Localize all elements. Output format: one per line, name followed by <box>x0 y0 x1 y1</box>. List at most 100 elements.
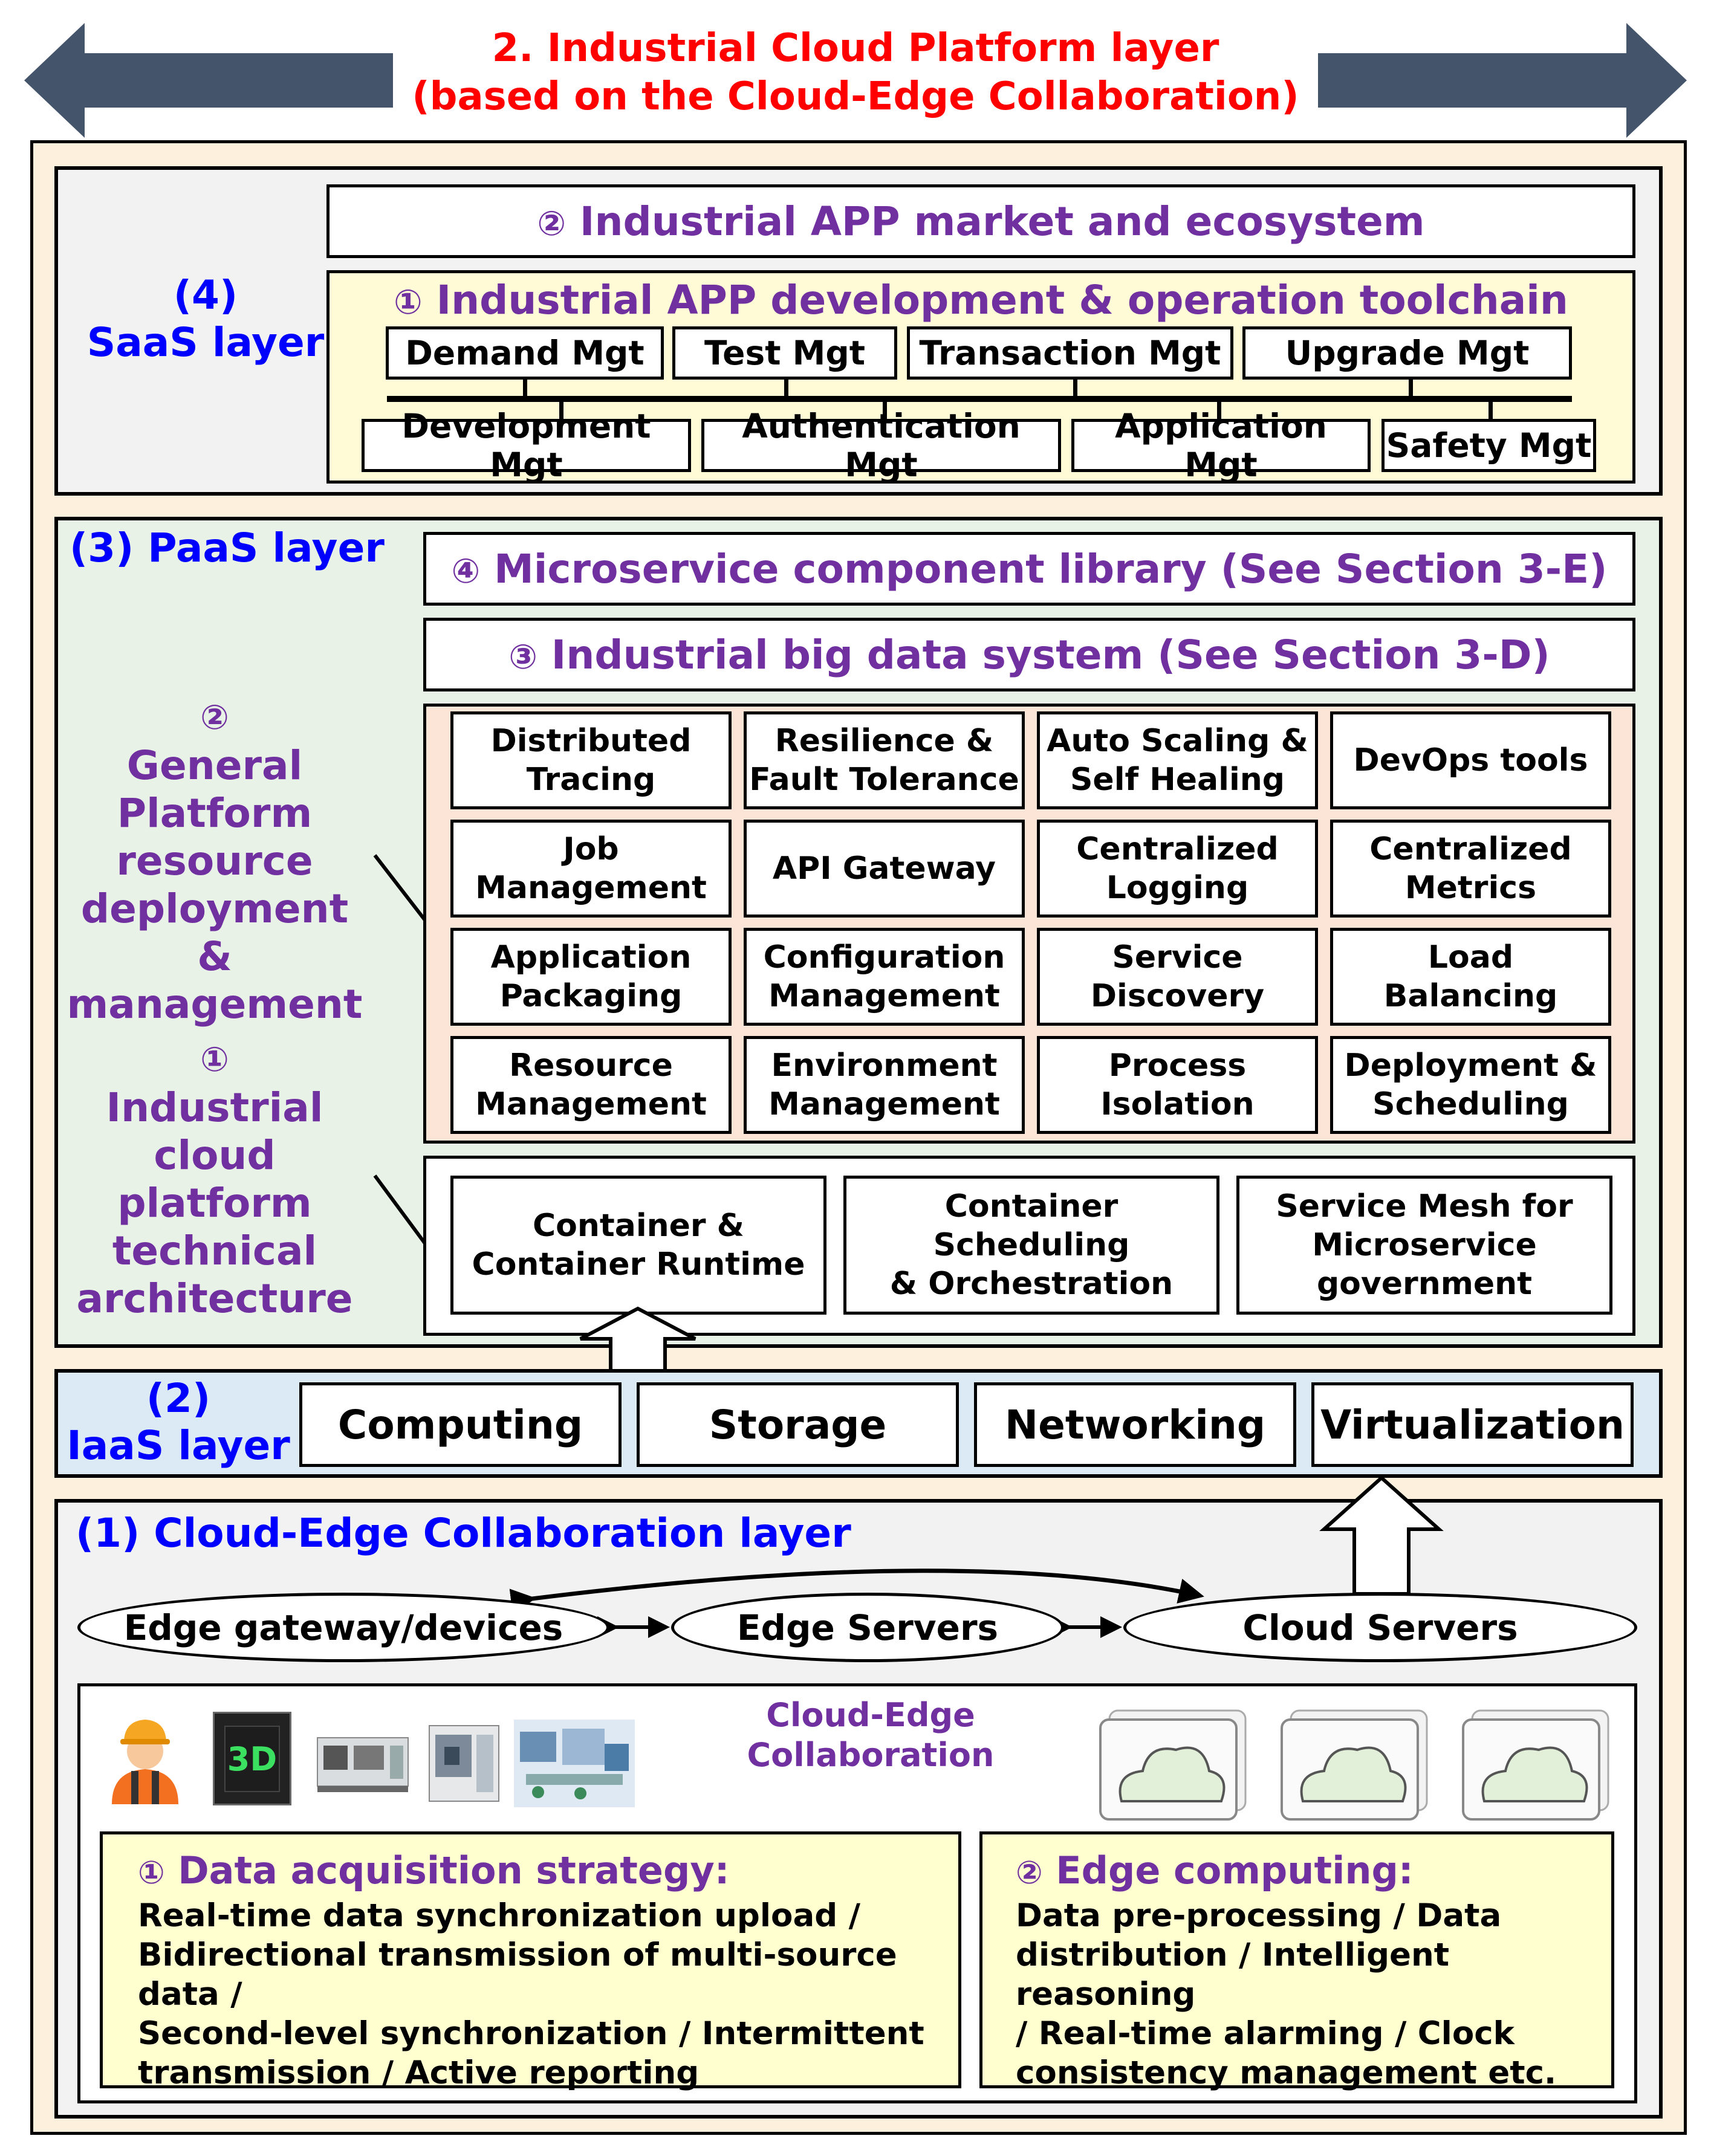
edge-computing-title: ② Edge computing: <box>1016 1848 1611 1896</box>
edge-computing-text: Data pre-processing / Data distribution … <box>1016 1896 1611 2093</box>
cell-line: Tracing <box>526 762 656 798</box>
cell-line: Balancing <box>1383 978 1558 1014</box>
cell-line: government <box>1316 1266 1533 1302</box>
cloud-icon <box>1099 1709 1247 1821</box>
saas-label-name: SaaS layer <box>86 319 325 366</box>
edge-comp-title-text: Edge computing: <box>1056 1848 1414 1892</box>
edge-servers-node: Edge Servers <box>671 1593 1064 1662</box>
cell-line: Configuration <box>763 939 1005 976</box>
cell-line: Packaging <box>499 978 683 1014</box>
cell-line: Process <box>1108 1047 1247 1084</box>
title-line-2: (based on the Cloud-Edge Collaboration) <box>412 74 1299 119</box>
iaas-label-num: (2) <box>146 1375 211 1422</box>
diagram-title: 2. Industrial Cloud Platform layer (base… <box>393 24 1318 121</box>
virtualization-label: Virtualization <box>1320 1401 1625 1448</box>
networking-box: Networking <box>974 1382 1296 1467</box>
cloud-edge-layer-label: (1) Cloud-Edge Collaboration layer <box>76 1510 851 1556</box>
architecture-line: platform <box>117 1180 312 1226</box>
transaction-mgt-box: Transaction Mgt <box>907 326 1233 380</box>
worker-icon <box>112 1720 178 1804</box>
application-mgt-label: Application Mgt <box>1115 407 1327 484</box>
edge-comp-line: / Real-time alarming / Clock <box>1016 2015 1515 2052</box>
test-mgt-box: Test Mgt <box>672 326 897 380</box>
computing-box: Computing <box>299 1382 622 1467</box>
saas-label-num: (4) <box>173 272 238 319</box>
cell-line: Deployment & <box>1344 1047 1597 1084</box>
cell-line: Scheduling <box>1372 1086 1569 1122</box>
cloud-icon <box>1462 1709 1609 1821</box>
resilience-fault-tolerance-cell: Resilience &Fault Tolerance <box>744 711 1025 809</box>
data-acq-line: Bidirectional transmission of multi-sour… <box>138 1937 897 2013</box>
safety-mgt-box: Safety Mgt <box>1381 419 1596 472</box>
networking-label: Networking <box>1004 1401 1266 1448</box>
cell-line: API Gateway <box>772 850 996 887</box>
cell-line: & Orchestration <box>889 1266 1174 1302</box>
edge-comp-line: consistency management etc. <box>1016 2054 1557 2091</box>
cloud-servers-node: Cloud Servers <box>1123 1593 1637 1662</box>
cloud-icon <box>1281 1709 1428 1821</box>
technical-architecture-label: ① Industrial cloud platform technical ar… <box>57 1036 372 1322</box>
toolchain-num: ① <box>394 283 423 322</box>
collaboration-label: Cloud-Edge Collaboration <box>701 1695 1040 1775</box>
cell-line: Load <box>1427 939 1514 976</box>
cell-line: DevOps tools <box>1353 742 1588 779</box>
cell-line: Application <box>490 939 692 976</box>
authentication-mgt-label: Authentication Mgt <box>742 407 1021 484</box>
3d-printer-picture: 3D <box>213 1712 291 1805</box>
architecture-line: technical <box>112 1228 317 1274</box>
cell-line: Distributed <box>490 723 692 759</box>
collab-line: Cloud-Edge <box>766 1696 975 1734</box>
production-line-picture <box>514 1720 635 1807</box>
toolchain-connector <box>883 401 887 421</box>
left-arrow-icon <box>24 23 393 138</box>
toolchain-connector <box>784 378 788 397</box>
cell-line: Centralized <box>1369 831 1572 867</box>
data-acq-line: Second-level synchronization / Intermitt… <box>138 2015 924 2052</box>
api-gateway-cell: API Gateway <box>744 820 1025 918</box>
cell-line: Resource <box>509 1047 673 1084</box>
cell-line: Service Mesh for <box>1276 1188 1573 1225</box>
toolchain-connector <box>559 401 563 421</box>
development-mgt-label: Development Mgt <box>401 407 651 484</box>
edge-comp-line: distribution / Intelligent reasoning <box>1016 1937 1450 2013</box>
toolchain-connector <box>1489 401 1493 421</box>
cell-line: Centralized <box>1076 831 1279 867</box>
microservice-library-box: ④ Microservice component library (See Se… <box>423 532 1635 606</box>
cloud-servers-label: Cloud Servers <box>1242 1607 1518 1648</box>
cell-line: Container Scheduling <box>933 1188 1130 1263</box>
demand-mgt-label: Demand Mgt <box>405 334 644 372</box>
storage-box: Storage <box>637 1382 959 1467</box>
big-data-system-box: ③ Industrial big data system (See Sectio… <box>423 618 1635 691</box>
cell-line: Container Runtime <box>472 1246 805 1283</box>
data-acquisition-title: ① Data acquisition strategy: <box>138 1848 958 1896</box>
storage-label: Storage <box>709 1401 887 1448</box>
computing-label: Computing <box>337 1401 583 1448</box>
iaas-layer-label: (2) IaaS layer <box>67 1375 290 1469</box>
safety-mgt-label: Safety Mgt <box>1386 426 1592 465</box>
devops-tools-cell: DevOps tools <box>1330 711 1611 809</box>
edge-comp-line: Data pre-processing / Data <box>1016 1897 1502 1934</box>
data-acq-num: ① <box>138 1854 165 1891</box>
data-acq-title-text: Data acquisition strategy: <box>178 1848 730 1892</box>
cell-line: Management <box>768 1086 1000 1122</box>
edge-gateway-node: Edge gateway/devices <box>77 1593 609 1662</box>
data-acquisition-text: Real-time data synchronization upload / … <box>138 1896 958 2093</box>
microservice-text: Microservice component library (See Sect… <box>494 545 1608 592</box>
upgrade-mgt-box: Upgrade Mgt <box>1242 326 1572 380</box>
container-orchestration-cell: Container Scheduling& Orchestration <box>843 1176 1219 1315</box>
cell-line: Management <box>475 870 707 906</box>
bigdata-text: Industrial big data system (See Section … <box>551 631 1550 678</box>
collab-line: Collaboration <box>747 1736 995 1774</box>
cell-line: Isolation <box>1100 1086 1255 1122</box>
virtualization-box: Virtualization <box>1311 1382 1634 1467</box>
cnc-machine-picture <box>317 1737 409 1792</box>
toolchain-connector <box>1409 378 1413 397</box>
